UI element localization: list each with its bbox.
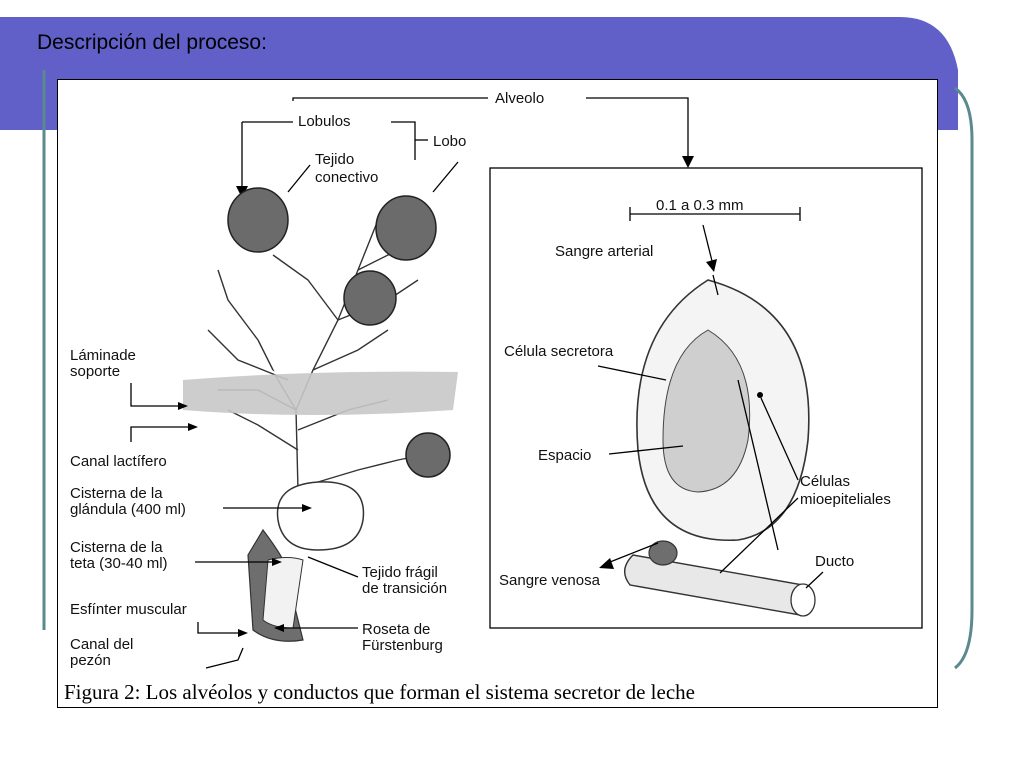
- cisterna-glandula-arrowhead: [302, 504, 312, 512]
- label-cisterna-glandula-line1: Cisterna de la: [70, 485, 163, 502]
- canal-lactifero-arrowhead: [188, 423, 198, 431]
- label-canal-lactifero: Canal lactífero: [70, 453, 167, 470]
- sangre-venosa-arrow: [604, 542, 659, 565]
- label-celulas-line1: Células: [800, 473, 850, 490]
- label-tejido-fragil-line1: Tejido frágil: [362, 564, 438, 581]
- celulas-pointer-2: [719, 497, 799, 574]
- label-roseta-line1: Roseta de: [362, 621, 430, 638]
- label-canal-pezon-line1: Canal del: [70, 636, 133, 653]
- label-espacio: Espacio: [538, 447, 591, 464]
- label-roseta: Roseta de Fürstenburg: [362, 621, 443, 654]
- esfinter-pointer: [197, 622, 244, 634]
- sangre-arterial-arrowhead: [706, 259, 717, 272]
- label-scale: 0.1 a 0.3 mm: [656, 197, 744, 214]
- alveolus-lumen: [662, 329, 751, 493]
- tejido-arrow: [287, 164, 311, 193]
- label-laminade-line1: Láminade: [70, 347, 136, 364]
- label-esfinter-muscular: Esfínter muscular: [70, 601, 187, 618]
- label-ducto: Ducto: [815, 553, 854, 570]
- label-cisterna-glandula-line2: glándula (400 ml): [70, 501, 186, 518]
- roseta-arrowhead: [274, 624, 284, 632]
- label-tejido-line2: conectivo: [315, 169, 378, 186]
- label-laminade-line2: soporte: [70, 363, 120, 380]
- label-sangre-arterial: Sangre arterial: [555, 243, 653, 260]
- right-panel: 0.1 a 0.3 mm Sangre arterial Célula secr…: [489, 167, 923, 629]
- label-tejido-line1: Tejido: [315, 151, 354, 168]
- figure-caption: Figura 2: Los alvéolos y conductos que f…: [64, 680, 695, 704]
- right-accent-curve: [954, 86, 974, 670]
- label-tejido-fragil-line2: de transición: [362, 580, 447, 597]
- arterial-vessel: [712, 274, 779, 551]
- laminade-pointer: [130, 383, 183, 407]
- label-celulas-line2: mioepiteliales: [800, 491, 891, 508]
- support-lamina-band: [183, 371, 458, 415]
- lobulo-middle: [343, 270, 397, 326]
- alveolo-arrowhead-right: [682, 156, 694, 168]
- label-cisterna-glandula: Cisterna de la glándula (400 ml): [70, 485, 186, 518]
- lobulo-lower: [405, 432, 451, 478]
- lobulo-top-right: [375, 195, 437, 261]
- alveolo-bracket-line: [292, 97, 689, 162]
- ducto-pointer: [805, 571, 824, 589]
- label-celulas-mioepiteliales: Células mioepiteliales: [800, 473, 891, 508]
- label-canal-pezon: Canal del pezón: [70, 636, 138, 669]
- label-alveolo: Alveolo: [495, 90, 544, 107]
- label-cisterna-teta-line2: teta (30-40 ml): [70, 555, 168, 572]
- label-lobo: Lobo: [433, 133, 466, 150]
- lobulos-right-tick: [391, 121, 416, 160]
- myoepithelial-dot-1: [757, 392, 763, 398]
- label-lobulos: Lobulos: [298, 113, 351, 130]
- label-tejido-fragil: Tejido frágil de transición: [362, 564, 447, 597]
- figure-illustration: Alveolo Lobulos Lobo Tejido conectivo Lá…: [70, 90, 923, 669]
- lobo-arrow: [432, 161, 459, 193]
- figure: Alveolo Lobulos Lobo Tejido conectivo Lá…: [57, 79, 938, 708]
- canal-pezon-arrow: [205, 647, 244, 669]
- label-canal-pezon-line2: pezón: [70, 652, 111, 669]
- celulas-pointer-1: [760, 397, 799, 481]
- label-sangre-venosa: Sangre venosa: [499, 572, 601, 589]
- scale-bar: [629, 207, 801, 221]
- label-cisterna-teta: Cisterna de la teta (30-40 ml): [70, 539, 168, 572]
- vein-crosssection: [648, 540, 678, 566]
- left-panel: Alveolo Lobulos Lobo Tejido conectivo Lá…: [70, 90, 694, 669]
- tejido-fragil-pointer: [307, 556, 359, 578]
- sangre-venosa-arrowhead: [599, 558, 614, 569]
- sangre-arterial-arrow: [702, 224, 714, 266]
- celula-secretora-pointer: [597, 365, 667, 381]
- lobulos-line: [241, 121, 293, 192]
- label-tejido-conectivo: Tejido conectivo: [315, 151, 378, 186]
- esfinter-arrowhead: [238, 629, 248, 637]
- espacio-pointer: [608, 445, 684, 455]
- cisterna-teta-arrowhead: [272, 558, 282, 566]
- lobulo-top-left: [227, 187, 289, 253]
- label-roseta-line2: Fürstenburg: [362, 637, 443, 654]
- label-cisterna-teta-line1: Cisterna de la: [70, 539, 163, 556]
- label-laminade-soporte: Láminade soporte: [70, 347, 140, 380]
- laminade-arrowhead: [178, 402, 188, 410]
- canal-lactifero-pointer: [130, 426, 193, 442]
- gland-cistern: [276, 481, 365, 551]
- duct-opening: [790, 583, 816, 617]
- label-celula-secretora: Célula secretora: [504, 343, 614, 360]
- slide-title: Descripción del proceso:: [37, 31, 267, 54]
